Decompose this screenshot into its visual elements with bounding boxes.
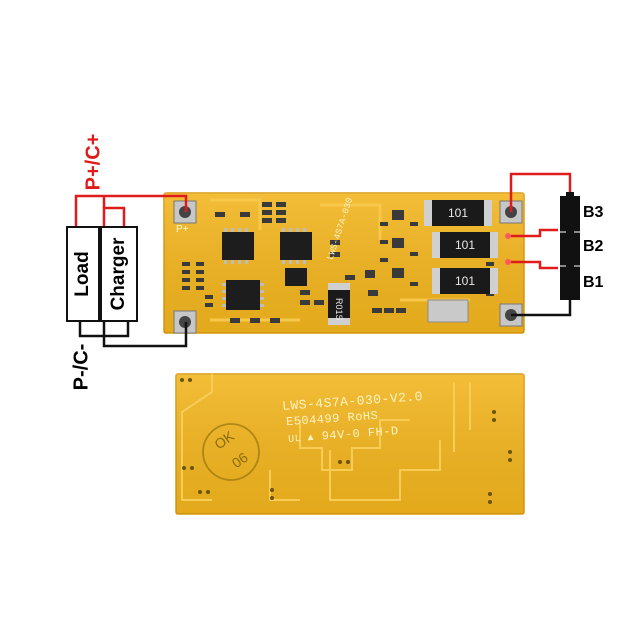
ic-chip: [222, 232, 312, 310]
b3-label: B3: [583, 204, 604, 221]
pad-p-plus-label: P+: [176, 224, 189, 235]
resistor-code-2: 101: [455, 238, 476, 252]
top-pcb: [163, 192, 525, 334]
red-wire: [74, 172, 572, 270]
charger-box: Charger: [100, 226, 138, 322]
b1-label: B1: [583, 274, 604, 291]
bottom-pcb: [175, 373, 525, 515]
negative-terminal-label: P-/C-: [70, 343, 93, 391]
resistor-code-1: 101: [448, 206, 469, 220]
load-label: Load: [72, 251, 93, 297]
shunt-resistor: [328, 283, 350, 325]
large-resistor: [424, 200, 498, 294]
load-box: Load: [66, 226, 100, 322]
shunt-code: R01S: [334, 298, 344, 321]
b2-label: B2: [583, 238, 604, 255]
resistor-code-3: 101: [455, 274, 476, 288]
ul-icon: UL ▲: [287, 433, 315, 446]
positive-terminal-label: P+/C+: [82, 133, 105, 191]
battery-cell: [560, 192, 580, 300]
charger-label: Charger: [108, 237, 129, 311]
black-wire: [78, 296, 572, 348]
qc-stamp: [202, 423, 260, 481]
